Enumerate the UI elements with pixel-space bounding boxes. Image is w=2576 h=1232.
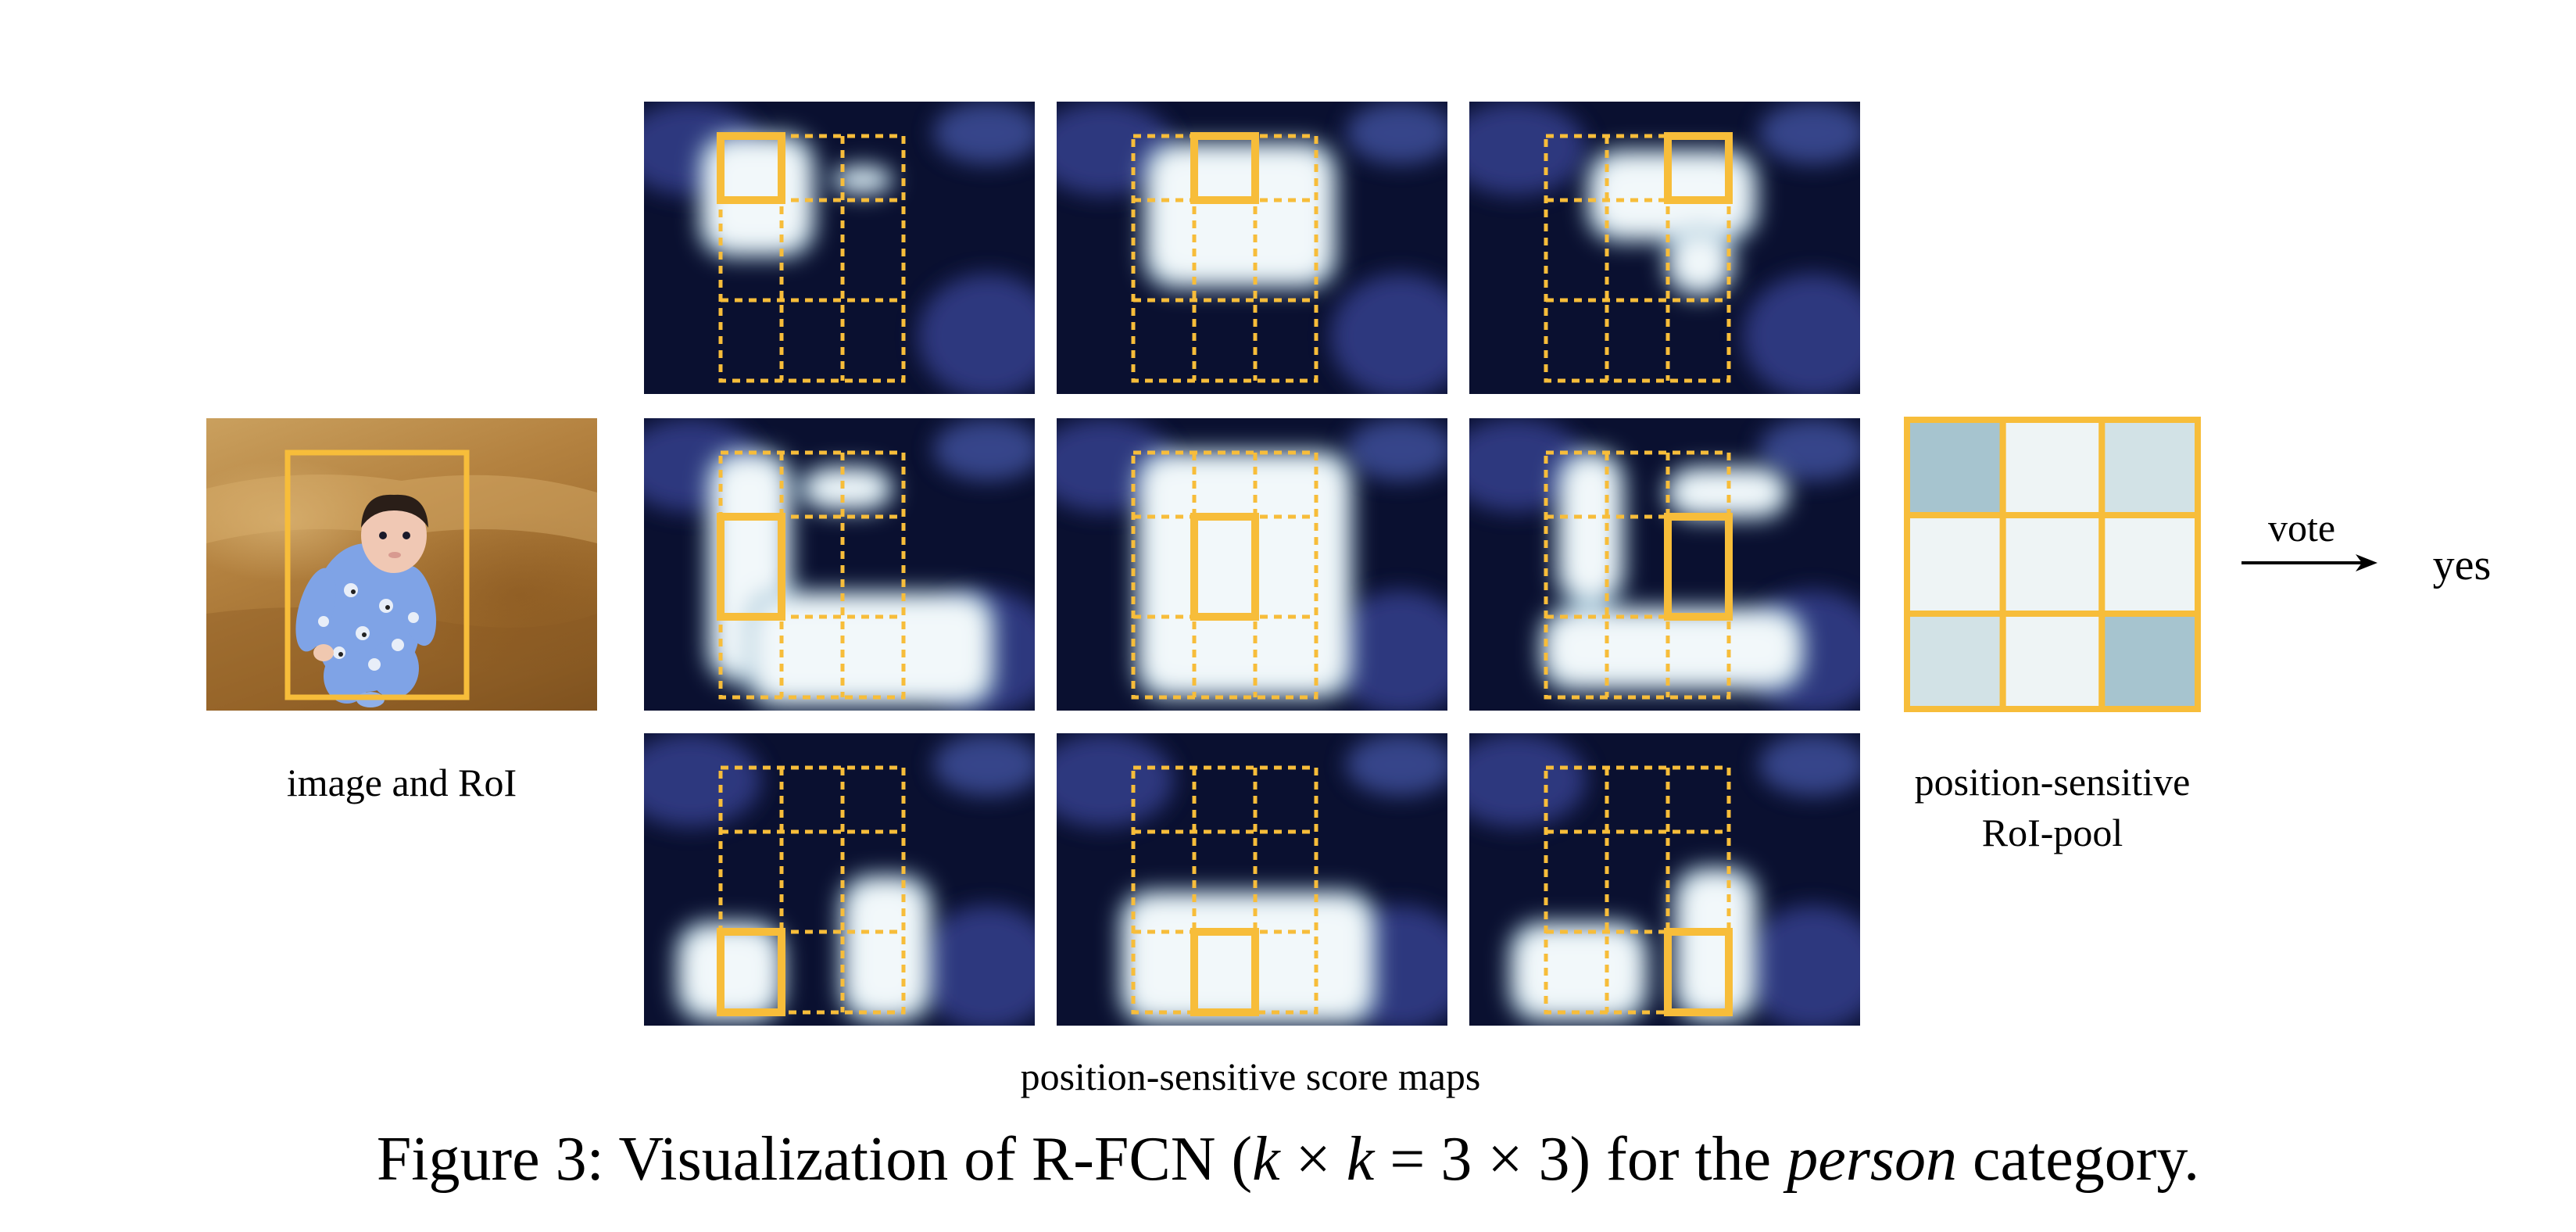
score-map-2-3 <box>1469 418 1860 711</box>
roi-pool-svg <box>1901 414 2204 715</box>
pool-cell-2-2 <box>1999 512 2106 617</box>
caption-three-b: 3 <box>1538 1125 1570 1194</box>
pool-cell-1-2 <box>1999 414 2106 518</box>
caption-suffix: category. <box>1956 1125 2200 1194</box>
caption-k1: k <box>1252 1125 1280 1194</box>
score-map-2-1 <box>644 418 1035 711</box>
figure-caption: Figure 3: Visualization of R-FCN (k × k … <box>0 1128 2576 1191</box>
score-map-svg <box>1469 733 1860 1026</box>
pool-cell-2-3 <box>2098 512 2204 617</box>
pool-cell-1-1 <box>1901 414 2006 518</box>
caption-k2: k <box>1346 1125 1375 1194</box>
score-map-1-2 <box>1057 102 1447 394</box>
caption-category: person <box>1787 1125 1957 1194</box>
pool-label-line2: RoI-pool <box>1981 811 2123 854</box>
pool-cell-1-3 <box>2098 414 2204 518</box>
score-map-svg <box>644 418 1035 711</box>
score-map-svg <box>1057 102 1447 394</box>
caption-close: ) for the <box>1569 1125 1787 1194</box>
caption-times2: × <box>1487 1125 1523 1194</box>
score-maps-label: position-sensitive score maps <box>1020 1055 1481 1098</box>
input-image <box>206 418 597 711</box>
score-map-svg <box>1057 418 1447 711</box>
score-map-2-2 <box>1057 418 1447 711</box>
pool-cell-3-3 <box>2098 611 2204 715</box>
score-map-3-1 <box>644 733 1035 1026</box>
caption-three-a: 3 <box>1440 1125 1472 1194</box>
score-map-svg <box>644 733 1035 1026</box>
score-map-3-2 <box>1057 733 1447 1026</box>
baby-photo-illustration <box>206 449 597 711</box>
score-map-svg <box>644 102 1035 394</box>
score-map-3-3 <box>1469 733 1860 1026</box>
vote-arrow-icon <box>2241 554 2377 571</box>
pool-label-line1: position-sensitive <box>1914 760 2191 804</box>
image-label: image and RoI <box>286 761 517 804</box>
roi-pool-grid <box>1901 414 2204 715</box>
caption-equals: = <box>1390 1125 1426 1194</box>
result-label: yes <box>2432 541 2492 589</box>
score-map-svg <box>1469 102 1860 394</box>
caption-prefix: Figure 3: Visualization of R-FCN ( <box>376 1125 1253 1194</box>
caption-times1: × <box>1295 1125 1331 1194</box>
vote-label: vote <box>2267 506 2336 550</box>
score-map-1-1 <box>644 102 1035 394</box>
score-map-1-3 <box>1469 102 1860 394</box>
pool-cell-3-2 <box>1999 611 2106 715</box>
pool-cell-2-1 <box>1901 512 2006 617</box>
score-map-svg <box>1469 418 1860 711</box>
score-map-svg <box>1057 733 1447 1026</box>
pool-cell-3-1 <box>1901 611 2006 715</box>
